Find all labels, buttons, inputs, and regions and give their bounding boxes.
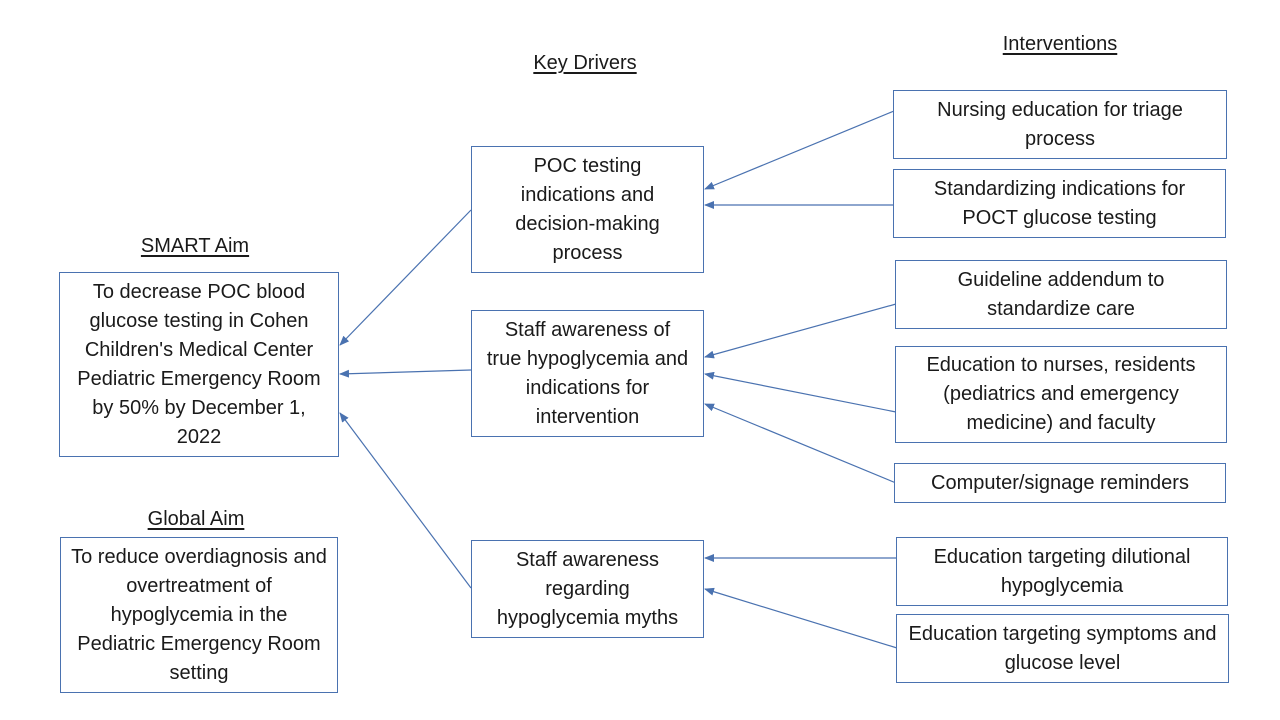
- intervention-box-symptoms-glucose: Education targeting symptoms and glucose…: [896, 614, 1229, 683]
- arrow-driver-1-to-smart-aim: [339, 209, 472, 346]
- arrow-intervention-7-to-driver-3: [704, 587, 898, 649]
- arrow-intervention-1-to-driver-1: [704, 110, 895, 190]
- global-aim-box: To reduce overdiagnosis and overtreatmen…: [60, 537, 338, 693]
- heading-key-drivers: Key Drivers: [533, 52, 637, 74]
- intervention-box-computer-signage: Computer/signage reminders: [894, 463, 1226, 503]
- driver-box-poc-testing: POC testing indications and decision-mak…: [471, 146, 704, 273]
- arrow-intervention-4-to-driver-2: [704, 371, 897, 413]
- intervention-box-guideline-addendum: Guideline addendum to standardize care: [895, 260, 1227, 329]
- intervention-box-nursing-triage: Nursing education for triage process: [893, 90, 1227, 159]
- intervention-box-dilutional-hypoglycemia: Education targeting dilutional hypoglyce…: [896, 537, 1228, 606]
- driver-box-hypoglycemia-myths: Staff awareness regarding hypoglycemia m…: [471, 540, 704, 638]
- smart-aim-box: To decrease POC blood glucose testing in…: [59, 272, 339, 457]
- arrow-driver-3-to-smart-aim: [339, 412, 472, 589]
- heading-interventions: Interventions: [1002, 33, 1118, 55]
- driver-box-true-hypoglycemia: Staff awareness of true hypoglycemia and…: [471, 310, 704, 437]
- intervention-box-education-nurses: Education to nurses, residents (pediatri…: [895, 346, 1227, 443]
- arrow-intervention-3-to-driver-2: [704, 303, 897, 359]
- heading-smart-aim: SMART Aim: [140, 235, 250, 257]
- arrow-driver-2-to-smart-aim: [339, 369, 472, 378]
- heading-global-aim: Global Aim: [147, 508, 245, 530]
- intervention-box-standardizing-indications: Standardizing indications for POCT gluco…: [893, 169, 1226, 238]
- arrow-intervention-5-to-driver-2: [704, 403, 897, 484]
